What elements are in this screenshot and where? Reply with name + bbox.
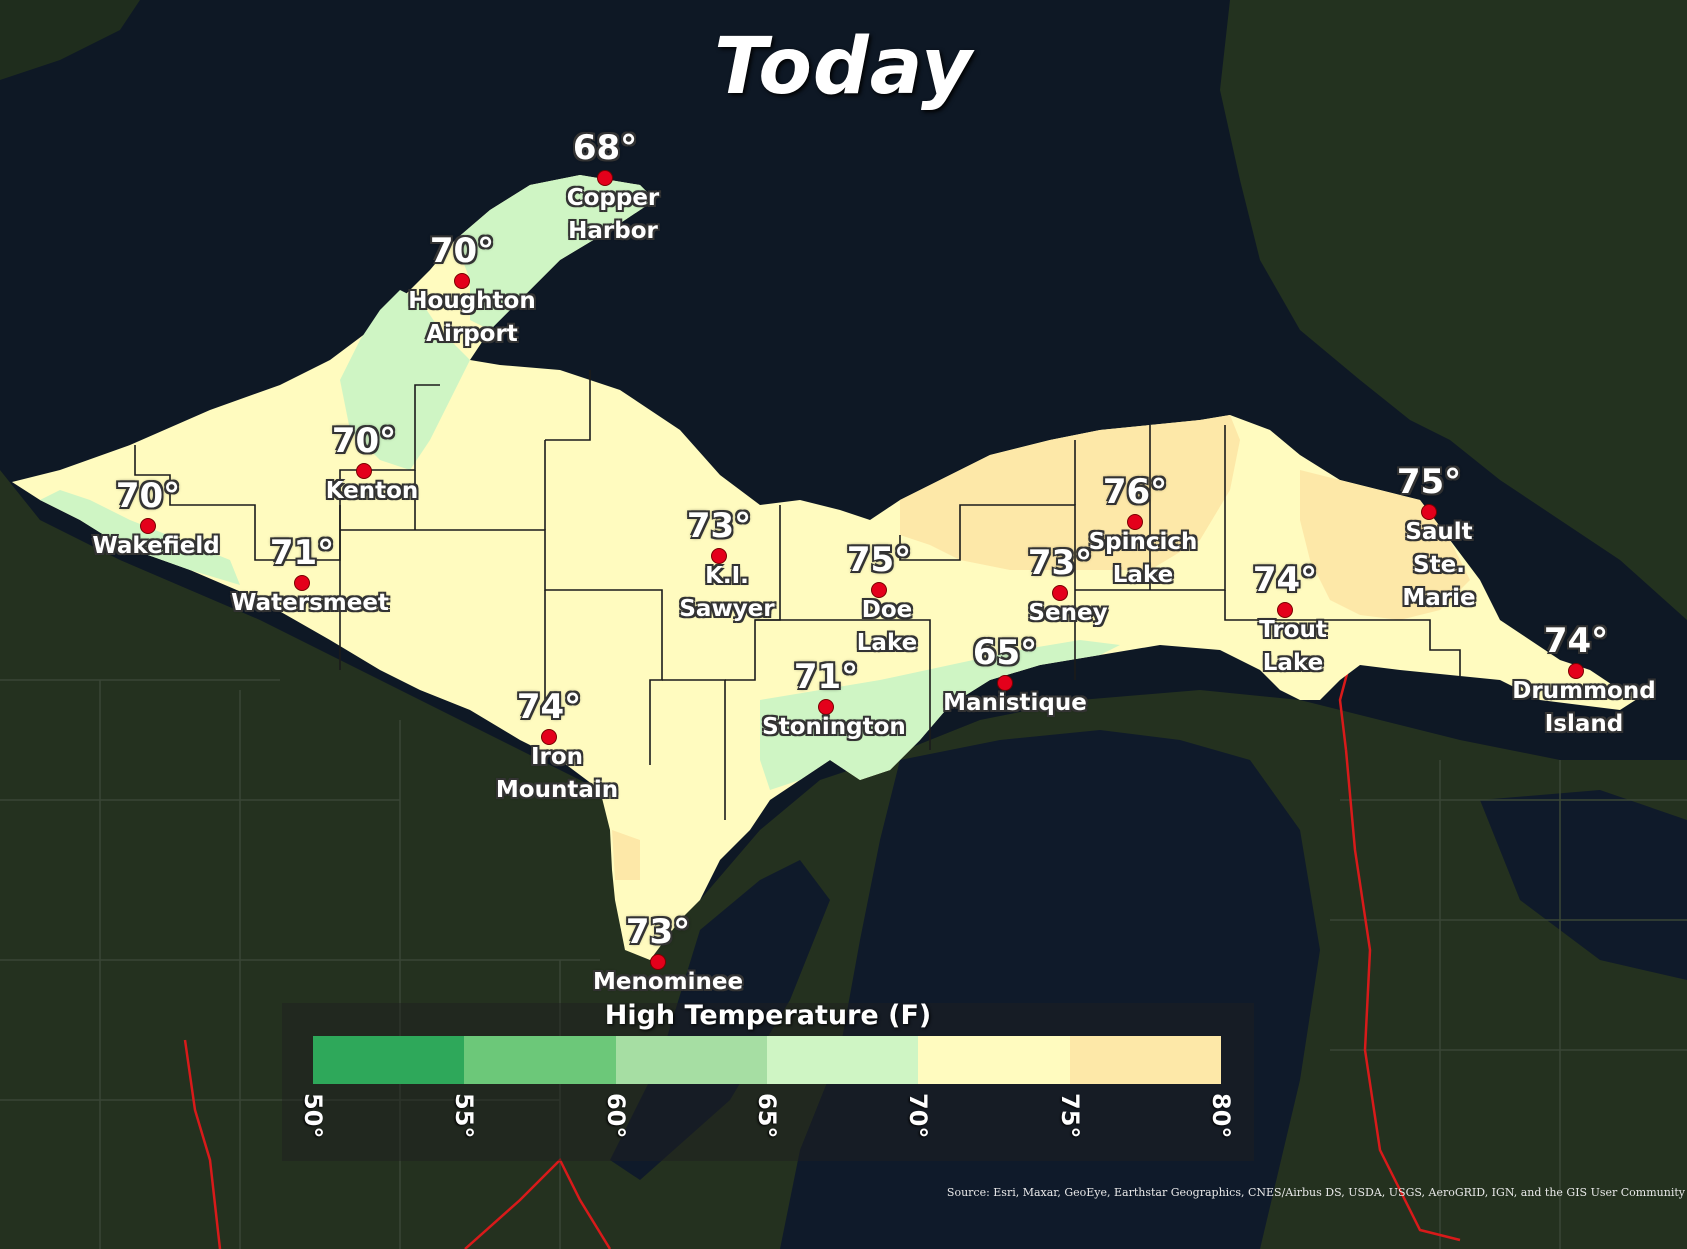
city-name: Trout Lake <box>1259 617 1327 676</box>
temp-label: 65° <box>972 633 1038 673</box>
map-title: Today <box>714 22 973 112</box>
temp-label: 73° <box>686 506 752 546</box>
location-dot[interactable] <box>818 699 834 715</box>
temp-label: 75° <box>1396 462 1462 502</box>
temp-label: 75° <box>846 540 912 580</box>
eastern-warm-zone <box>1300 470 1470 620</box>
city-name: Houghton Airport <box>408 288 536 347</box>
tick-70: 70° <box>904 1093 932 1139</box>
location-dot[interactable] <box>650 954 666 970</box>
border-line-west <box>183 1039 222 1249</box>
tick-65: 65° <box>753 1093 781 1139</box>
city-name: Seney <box>1028 600 1108 626</box>
location-dot[interactable] <box>541 729 557 745</box>
city-name: Iron Mountain <box>495 744 619 803</box>
tick-50: 50° <box>299 1093 327 1139</box>
temp-label: 68° <box>572 128 638 168</box>
temp-label: 71° <box>269 533 335 573</box>
city-name: Kenton <box>325 478 419 504</box>
city-name: Menominee <box>592 969 744 995</box>
county-lines <box>0 679 1687 1249</box>
scale-seg-55-60 <box>464 1036 616 1084</box>
temp-label: 74° <box>516 687 582 727</box>
city-name: Stonington <box>762 714 906 740</box>
location-dot[interactable] <box>454 273 470 289</box>
city-name: Manistique <box>943 690 1087 716</box>
temp-label: 74° <box>1252 560 1318 600</box>
southern-warm-spot <box>612 830 640 880</box>
temp-label: 73° <box>625 912 691 952</box>
location-dot[interactable] <box>1127 514 1143 530</box>
up-county-lines <box>134 370 1461 820</box>
legend-title: High Temperature (F) <box>604 1000 932 1031</box>
city-name: Doe Lake <box>856 597 918 656</box>
source-attribution: Source: Esri, Maxar, GeoEye, Earthstar G… <box>946 1186 1685 1199</box>
temp-label: 74° <box>1543 621 1609 661</box>
scale-seg-50-55 <box>313 1036 465 1084</box>
location-dot[interactable] <box>997 675 1013 691</box>
location-dot[interactable] <box>140 518 156 534</box>
temp-label: 70° <box>331 421 397 461</box>
state-boundary-line <box>1344 749 1461 1242</box>
location-dot[interactable] <box>597 170 613 186</box>
green-bay <box>610 860 830 1180</box>
lake-huron <box>1480 790 1687 980</box>
scale-seg-70-75 <box>918 1036 1070 1084</box>
color-scale-bar <box>313 1036 1221 1084</box>
temp-label: 73° <box>1027 543 1093 583</box>
border-line-wi <box>464 1157 612 1249</box>
lake-michigan <box>780 730 1320 1249</box>
location-dot[interactable] <box>1568 663 1584 679</box>
city-name: Watersmeet <box>231 590 389 616</box>
city-name: Sault Ste. Marie <box>1402 519 1476 611</box>
city-name: Copper Harbor <box>566 185 660 244</box>
location-dot[interactable] <box>1052 585 1068 601</box>
temp-label: 76° <box>1102 472 1168 512</box>
location-dot[interactable] <box>871 582 887 598</box>
temp-label: 71° <box>793 657 859 697</box>
temp-label: 70° <box>429 231 495 271</box>
location-dot[interactable] <box>711 548 727 564</box>
scale-seg-65-70 <box>766 1036 919 1084</box>
temp-label: 70° <box>115 476 181 516</box>
scale-seg-60-65 <box>615 1036 767 1084</box>
scale-seg-75-80 <box>1069 1036 1221 1084</box>
keweenaw-cool-zone <box>340 175 655 470</box>
wakefield-cool-zone <box>40 490 240 585</box>
city-name: Drummond Island <box>1512 678 1656 737</box>
central-warm-zone <box>900 415 1240 570</box>
city-name: Wakefield <box>92 533 220 559</box>
tick-80: 80° <box>1207 1093 1235 1139</box>
location-dot[interactable] <box>1421 504 1437 520</box>
location-dot[interactable] <box>294 575 310 591</box>
tick-75: 75° <box>1056 1093 1084 1139</box>
canada-land <box>1220 0 1687 620</box>
nw-land <box>0 0 140 80</box>
tick-60: 60° <box>602 1093 630 1139</box>
tick-55: 55° <box>450 1093 478 1139</box>
city-name: K.I. Sawyer <box>679 563 775 622</box>
lakeshore-cool-zone <box>760 640 1120 790</box>
city-name: Spincich Lake <box>1088 529 1198 588</box>
location-dot[interactable] <box>356 463 372 479</box>
location-dot[interactable] <box>1277 602 1293 618</box>
